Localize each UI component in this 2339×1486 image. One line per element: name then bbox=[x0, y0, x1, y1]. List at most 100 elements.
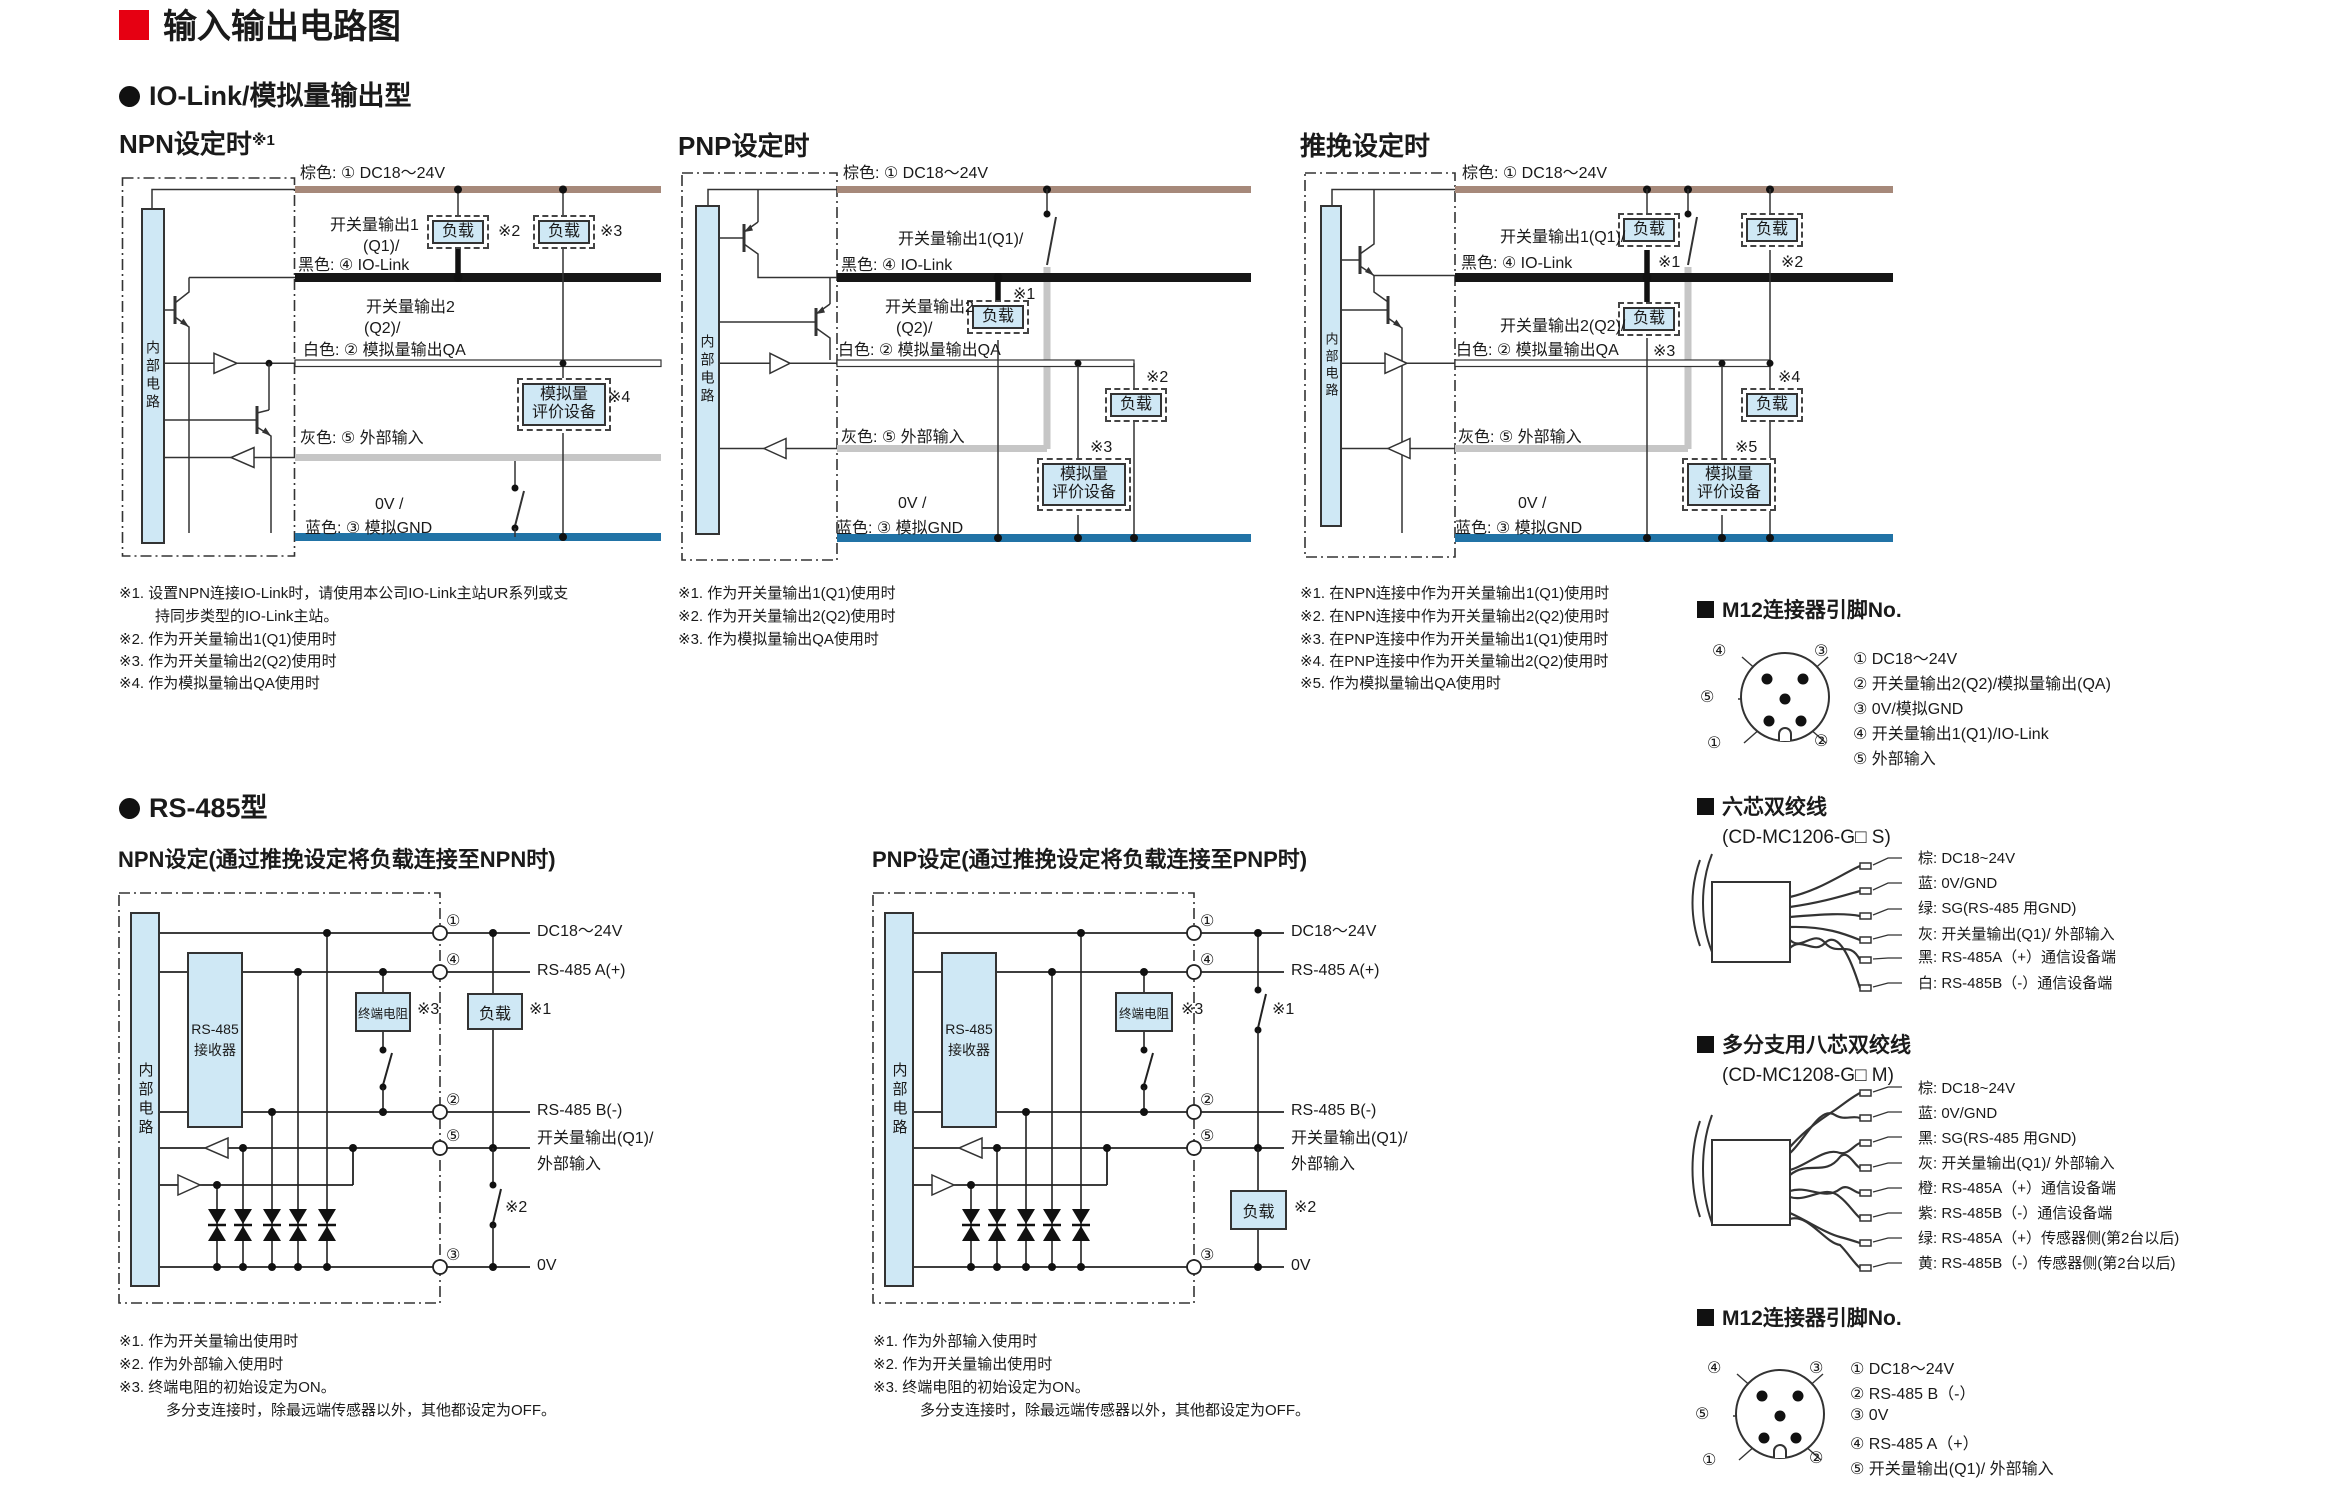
rs485-npn-a-label: RS-485 A(+) bbox=[537, 962, 626, 979]
m12-io-connector-drawing bbox=[1738, 652, 1830, 744]
cable8-wire-8: 黄: RS-485B（-）传感器侧(第2台以后) bbox=[1918, 1255, 2176, 1272]
rs485-pnp-term5: ⑤ bbox=[1200, 1128, 1215, 1145]
m12-io-pin3-mark: ③ bbox=[1814, 643, 1829, 660]
rs485-npn-note-2: ※2. 作为外部输入使用时 bbox=[119, 1356, 284, 1373]
pushpull-ref3: ※3 bbox=[1653, 343, 1676, 360]
pnp-ref2: ※2 bbox=[1146, 369, 1169, 386]
black-wire bbox=[295, 273, 661, 282]
rs485-npn-ref-sw: ※2 bbox=[505, 1199, 528, 1216]
pushpull-load3-box: 负载 bbox=[1741, 213, 1804, 248]
pushpull-circuit-diagram bbox=[1304, 172, 1893, 558]
pushpull-ref2: ※2 bbox=[1781, 254, 1804, 271]
rs485-npn-term1: ① bbox=[446, 913, 461, 930]
m12-io-pin2-mark: ② bbox=[1814, 733, 1829, 750]
npn-diagram-title: NPN设定时※1 bbox=[119, 129, 275, 159]
rs485-pnp-0v-label: 0V bbox=[1291, 1257, 1311, 1274]
pushpull-0v-label: 0V / bbox=[1518, 495, 1547, 512]
pnp-0v-label: 0V / bbox=[898, 495, 927, 512]
black-square-icon bbox=[1697, 798, 1714, 815]
rs485-npn-note-3: ※3. 终端电阻的初始设定为ON。 bbox=[119, 1379, 336, 1396]
page-title: 输入输出电路图 bbox=[119, 6, 401, 49]
section-title-io-link: IO-Link/模拟量输出型 bbox=[119, 80, 412, 114]
rs485-npn-term3: ③ bbox=[446, 1247, 461, 1264]
pushpull-load1-box: 负载 bbox=[1618, 213, 1681, 248]
white-wire bbox=[294, 359, 662, 368]
pushpull-analog-eval-box: 模拟量评价设备 bbox=[1682, 458, 1777, 511]
cable6-drawing bbox=[1691, 853, 1902, 992]
pnp-diagram-title: PNP设定时 bbox=[678, 131, 810, 161]
pushpull-note-1: ※1. 在NPN连接中作为开关量输出1(Q1)使用时 bbox=[1300, 585, 1610, 602]
rs485-pnp-ref-term: ※3 bbox=[1181, 1001, 1204, 1018]
m12-rs-title: M12连接器引脚No. bbox=[1697, 1306, 1902, 1332]
rs485-npn-ref-term: ※3 bbox=[417, 1001, 440, 1018]
cable6-wire-5: 黑: RS-485A（+）通信设备端 bbox=[1918, 949, 2116, 966]
m12-rs-pin4-label: ④ RS-485 A（+） bbox=[1850, 1436, 1979, 1453]
npn-note-4: ※4. 作为模拟量输出QA使用时 bbox=[119, 675, 320, 692]
pnp-note-3: ※3. 作为模拟量输出QA使用时 bbox=[678, 631, 879, 648]
pushpull-gray-label: 灰色: ⑤ 外部输入 bbox=[1458, 429, 1582, 446]
m12-io-pin5-mark: ⑤ bbox=[1700, 689, 1715, 706]
rs485-npn-terminator-box: 终端电阻 bbox=[355, 992, 411, 1032]
m12-rs-connector-drawing bbox=[1733, 1369, 1825, 1461]
cable6-model: (CD-MC1206-G□ S) bbox=[1722, 827, 1891, 848]
rs485-pnp-note-1: ※1. 作为外部输入使用时 bbox=[873, 1333, 1038, 1350]
rs485-npn-term4: ④ bbox=[446, 952, 461, 969]
m12-rs-pin1-mark: ① bbox=[1702, 1452, 1717, 1469]
rs485-npn-note-1: ※1. 作为开关量输出使用时 bbox=[119, 1333, 299, 1350]
rs485-npn-q1-label: 开关量输出(Q1)/ bbox=[537, 1130, 654, 1147]
cable8-wire-6: 紫: RS-485B（-）通信设备端 bbox=[1918, 1205, 2113, 1222]
cable6-wire-1: 棕: DC18~24V bbox=[1918, 850, 2016, 867]
rs485-npn-load-box: 负载 bbox=[467, 993, 523, 1030]
pnp-out2-label: 开关量输出2 bbox=[885, 299, 974, 316]
black-square-icon bbox=[1697, 1036, 1714, 1053]
bullet-icon bbox=[119, 798, 140, 819]
npn-internal-circuit-box: 内部电路 bbox=[141, 208, 165, 544]
rs485-pnp-b-label: RS-485 B(-) bbox=[1291, 1102, 1377, 1119]
rs485-pnp-q1-label: 开关量输出(Q1)/ bbox=[1291, 1130, 1408, 1147]
tvs-diode-array bbox=[962, 1209, 1090, 1241]
m12-io-pin2-label: ② 开关量输出2(Q2)/模拟量输出(QA) bbox=[1853, 676, 2111, 693]
cable8-wire-5: 橙: RS-485A（+）通信设备端 bbox=[1918, 1180, 2116, 1197]
pushpull-internal-circuit-box: 内部电路 bbox=[1320, 205, 1342, 527]
cable6-wire-6: 白: RS-485B（-）通信设备端 bbox=[1918, 975, 2113, 992]
npn-note-1: ※1. 设置NPN连接IO-Link时，请使用本公司IO-Link主站UR系列或… bbox=[119, 585, 569, 602]
pushpull-white-label: 白色: ② 模拟量输出QA bbox=[1456, 342, 1619, 359]
npn-black-label: 黑色: ④ IO-Link bbox=[298, 257, 410, 274]
npn-out1-label: 开关量输出1 bbox=[330, 217, 419, 234]
black-square-icon bbox=[1697, 601, 1714, 618]
npn-ref4: ※4 bbox=[608, 389, 631, 406]
pushpull-ref1: ※1 bbox=[1658, 254, 1681, 271]
cable8-model: (CD-MC1208-G□ M) bbox=[1722, 1065, 1894, 1086]
pushpull-brown-label: 棕色: ① DC18～24V bbox=[1462, 165, 1608, 182]
pnp-ref1: ※1 bbox=[1013, 286, 1036, 303]
pushpull-ref5: ※5 bbox=[1735, 439, 1758, 456]
pushpull-note-5: ※5. 作为模拟量输出QA使用时 bbox=[1300, 675, 1501, 692]
npn-analog-eval-box: 模拟量评价设备 bbox=[517, 378, 612, 431]
npn-out2-label: 开关量输出2 bbox=[366, 299, 455, 316]
rs485-npn-b-label: RS-485 B(-) bbox=[537, 1102, 623, 1119]
npn-ref2: ※2 bbox=[498, 223, 521, 240]
tvs-diode-array bbox=[208, 1209, 336, 1241]
m12-io-pin5-label: ⑤ 外部输入 bbox=[1853, 751, 1936, 768]
npn-note-3: ※3. 作为开关量输出2(Q2)使用时 bbox=[119, 653, 337, 670]
npn-ref3: ※3 bbox=[600, 223, 623, 240]
rs485-pnp-term1: ① bbox=[1200, 913, 1215, 930]
rs485-npn-term2: ② bbox=[446, 1092, 461, 1109]
section-title-rs485: RS-485型 bbox=[119, 792, 268, 826]
pushpull-black-label: 黑色: ④ IO-Link bbox=[1461, 255, 1573, 272]
rs485-pnp-load-box: 负载 bbox=[1230, 1190, 1287, 1230]
pushpull-note-3: ※3. 在PNP连接中作为开关量输出1(Q1)使用时 bbox=[1300, 631, 1609, 648]
pushpull-ref4: ※4 bbox=[1778, 369, 1801, 386]
m12-io-pin4-label: ④ 开关量输出1(Q1)/IO-Link bbox=[1853, 726, 2049, 743]
cable8-title: 多分支用八芯双绞线 bbox=[1697, 1033, 1911, 1059]
rs485-npn-0v-label: 0V bbox=[537, 1257, 557, 1274]
npn-note-2: ※2. 作为开关量输出1(Q1)使用时 bbox=[119, 631, 337, 648]
m12-rs-pin3-mark: ③ bbox=[1809, 1360, 1824, 1377]
rs485-npn-ref-load: ※1 bbox=[529, 1001, 552, 1018]
pnp-note-2: ※2. 作为开关量输出2(Q2)使用时 bbox=[678, 608, 896, 625]
cable8-wire-4: 灰: 开关量输出(Q1)/ 外部输入 bbox=[1918, 1155, 2115, 1172]
npn-blue-label: 蓝色: ③ 模拟GND bbox=[305, 520, 433, 537]
npn-load1-box: 负载 bbox=[427, 215, 490, 250]
